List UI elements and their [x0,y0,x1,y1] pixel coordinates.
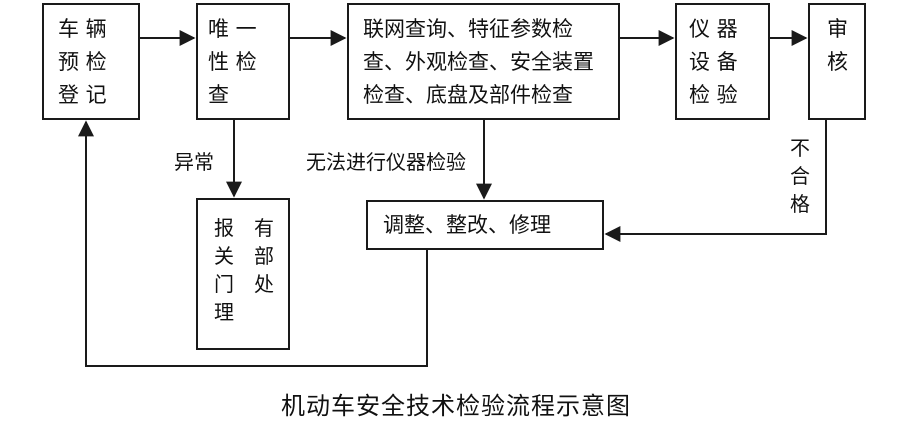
node-registration-line-3: 登 记 [58,83,107,107]
node-report-right-column: 有部处 [254,216,274,296]
diagram-title: 机动车安全技术检验流程示意图 [281,392,631,420]
node-uniqueness-line-3: 查 [208,83,229,107]
node-inspection-line-3: 检查、底盘及部件检查 [363,83,573,107]
edge-label-abnormal: 异常 [174,150,214,174]
node-uniqueness-line-2: 性 检 [208,50,257,74]
node-inspection-line-2: 查、外观检查、安全装置 [363,50,594,74]
node-inspection-line-1: 联网查询、特征参数检 [363,17,573,41]
node-adjust-label: 调整、整改、修理 [383,213,551,237]
node-instrument-line-2: 设 备 [689,50,738,74]
edge-label-no-instrument-inspection: 无法进行仪器检验 [306,150,466,174]
node-instrument-line-1: 仪 器 [689,17,738,41]
node-vehicle-pre-check-registration: 车 辆 预 检 登 记 [42,3,140,120]
node-instrument-line-3: 检 验 [689,83,738,107]
node-report-left-column: 报关门理 [214,216,234,324]
node-inspection-checks: 联网查询、特征参数检 查、外观检查、安全装置 检查、底盘及部件检查 [347,3,620,120]
node-report-to-authorities: 报关门理 有部处 [196,198,290,350]
node-adjust-rectify-repair: 调整、整改、修理 [366,200,604,250]
node-review: 审 核 [808,3,866,120]
node-registration-line-1: 车 辆 [58,17,107,41]
node-review-line-2: 核 [827,50,848,74]
node-uniqueness-check: 唯 一 性 检 查 [196,3,290,120]
node-review-line-1: 审 [827,17,848,41]
node-instrument-inspection: 仪 器 设 备 检 验 [675,3,770,120]
arrow-adjust-to-registration [78,120,428,367]
arrow-review-to-adjust [604,120,827,242]
edge-label-unqualified: 不合格 [790,136,810,216]
node-registration-line-2: 预 检 [58,50,107,74]
node-uniqueness-line-1: 唯 一 [208,17,257,41]
